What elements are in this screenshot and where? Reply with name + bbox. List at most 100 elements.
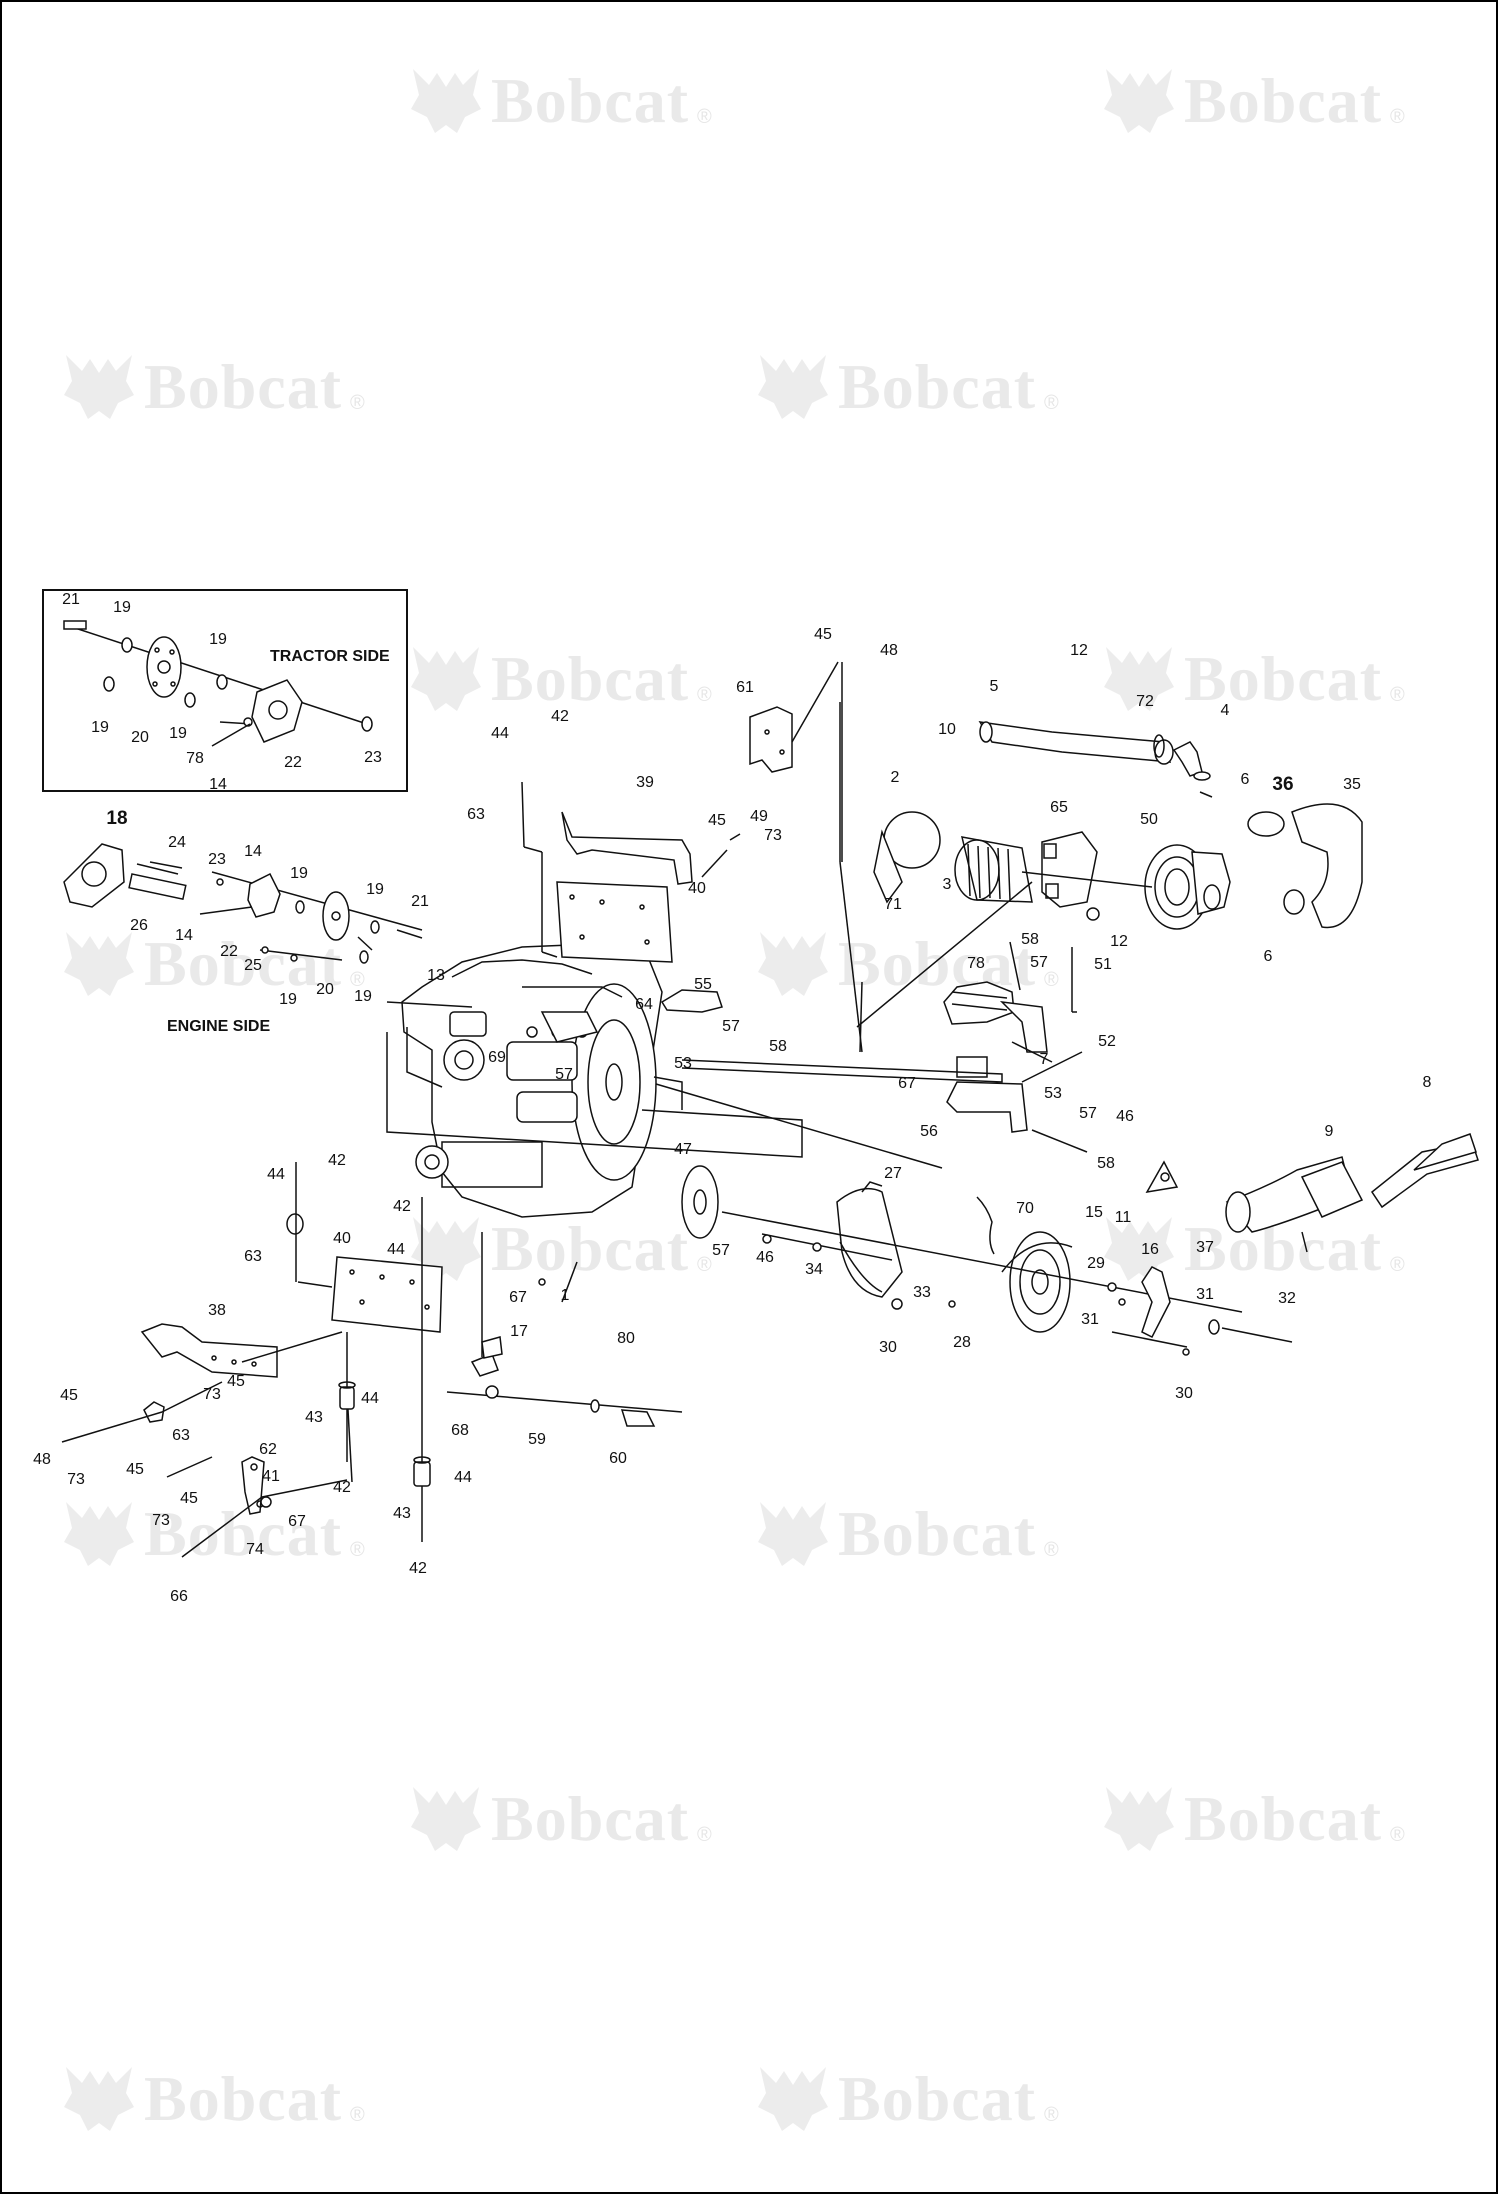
callout-label: 71 <box>884 896 902 913</box>
callout-label: 44 <box>387 1241 405 1258</box>
callout-label: 14 <box>209 776 227 793</box>
callout-label: 47 <box>674 1141 692 1158</box>
callout-label: 30 <box>879 1339 897 1356</box>
callout-label: 16 <box>1141 1241 1159 1258</box>
callout-label: 53 <box>674 1055 692 1072</box>
callout-label: 78 <box>967 955 985 972</box>
callout-label: 10 <box>938 721 956 738</box>
callout-label: 42 <box>333 1479 351 1496</box>
callout-label: 78 <box>186 750 204 767</box>
callout-label: 68 <box>451 1422 469 1439</box>
callout-label: 45 <box>227 1373 245 1390</box>
callout-label: 13 <box>427 967 445 984</box>
lower-mount-group <box>61 1162 683 1558</box>
callout-label: 38 <box>208 1302 226 1319</box>
callout-label: 66 <box>170 1588 188 1605</box>
callout-label: 42 <box>328 1152 346 1169</box>
callout-label: 23 <box>364 749 382 766</box>
callout-label: 9 <box>1324 1123 1334 1140</box>
callout-label: 22 <box>284 754 302 771</box>
callout-label: 46 <box>1116 1108 1134 1125</box>
callout-label: 29 <box>1087 1255 1105 1272</box>
engine-side-caption: ENGINE SIDE <box>167 1018 271 1035</box>
callout-label: 45 <box>708 812 726 829</box>
callout-label: 32 <box>1278 1290 1296 1307</box>
inset-coupling-parts <box>63 620 373 747</box>
callout-label: 26 <box>130 917 148 934</box>
callout-label: 58 <box>1097 1155 1115 1172</box>
callout-label: 43 <box>393 1505 411 1522</box>
air-intake-group <box>856 721 1363 1028</box>
callout-label: 19 <box>91 719 109 736</box>
callout-label: 44 <box>267 1166 285 1183</box>
callout-label: 39 <box>636 774 654 791</box>
callout-label: 67 <box>288 1513 306 1530</box>
callout-label: 48 <box>33 1451 51 1468</box>
drive-pulley-group <box>681 1165 1293 1356</box>
callout-label: 40 <box>688 880 706 897</box>
callout-label: 4 <box>1220 702 1230 719</box>
callout-label: 24 <box>168 834 186 851</box>
callout-label: 80 <box>617 1330 635 1347</box>
callout-label: 53 <box>1044 1085 1062 1102</box>
callout-label: 72 <box>1136 693 1154 710</box>
callout-label: 14 <box>175 927 193 944</box>
callout-label: 67 <box>898 1075 916 1092</box>
callout-label: 65 <box>1050 799 1068 816</box>
callout-label: 35 <box>1343 776 1361 793</box>
callout-label: 42 <box>551 708 569 725</box>
callout-label: 59 <box>528 1431 546 1448</box>
callout-label: 5 <box>989 678 999 695</box>
callout-label: 33 <box>913 1284 931 1301</box>
callout-label: 57 <box>722 1018 740 1035</box>
callout-label: 20 <box>316 981 334 998</box>
callout-label: 51 <box>1094 956 1112 973</box>
callout-label: 23 <box>208 851 226 868</box>
callout-label: 49 <box>750 808 768 825</box>
callout-label: 50 <box>1140 811 1158 828</box>
callout-label: 57 <box>712 1242 730 1259</box>
callout-label: 45 <box>126 1461 144 1478</box>
callout-label: 19 <box>366 881 384 898</box>
callout-label: 64 <box>635 996 653 1013</box>
callout-label: 21 <box>62 591 80 608</box>
callout-label: 19 <box>113 599 131 616</box>
callout-label: 2 <box>890 769 900 786</box>
callout-label: 55 <box>694 976 712 993</box>
tractor-side-inset-frame <box>42 589 408 792</box>
callout-label: 74 <box>246 1541 264 1558</box>
callout-label: 21 <box>411 893 429 910</box>
callout-label: 19 <box>279 991 297 1008</box>
callout-label: 56 <box>920 1123 938 1140</box>
callout-label: 7 <box>1039 1051 1049 1068</box>
callout-label: 15 <box>1085 1204 1103 1221</box>
callout-label: 25 <box>244 957 262 974</box>
pipe-routing <box>386 1001 1003 1158</box>
callout-label: 22 <box>220 943 238 960</box>
callout-label: 27 <box>884 1165 902 1182</box>
callout-label: 60 <box>609 1450 627 1467</box>
callout-label: 1 <box>560 1287 570 1304</box>
callout-label: 73 <box>764 827 782 844</box>
callout-label: 46 <box>756 1249 774 1266</box>
callout-label: 19 <box>209 631 227 648</box>
callout-label: 17 <box>510 1323 528 1340</box>
callout-label: 42 <box>409 1560 427 1577</box>
callout-label: 31 <box>1081 1311 1099 1328</box>
callout-label: 57 <box>1030 954 1048 971</box>
exhaust-group <box>1145 1133 1479 1253</box>
callout-label: 44 <box>454 1469 472 1486</box>
callout-label: 61 <box>736 679 754 696</box>
callout-label: 42 <box>393 1198 411 1215</box>
callout-label: 20 <box>131 729 149 746</box>
callout-label: 19 <box>169 725 187 742</box>
callout-label: 34 <box>805 1261 823 1278</box>
callout-label: 11 <box>1114 1209 1132 1226</box>
callout-label: 63 <box>467 806 485 823</box>
callout-label: 67 <box>509 1289 527 1306</box>
callout-label: 63 <box>172 1427 190 1444</box>
callout-label: 28 <box>953 1334 971 1351</box>
callout-label: 12 <box>1110 933 1128 950</box>
